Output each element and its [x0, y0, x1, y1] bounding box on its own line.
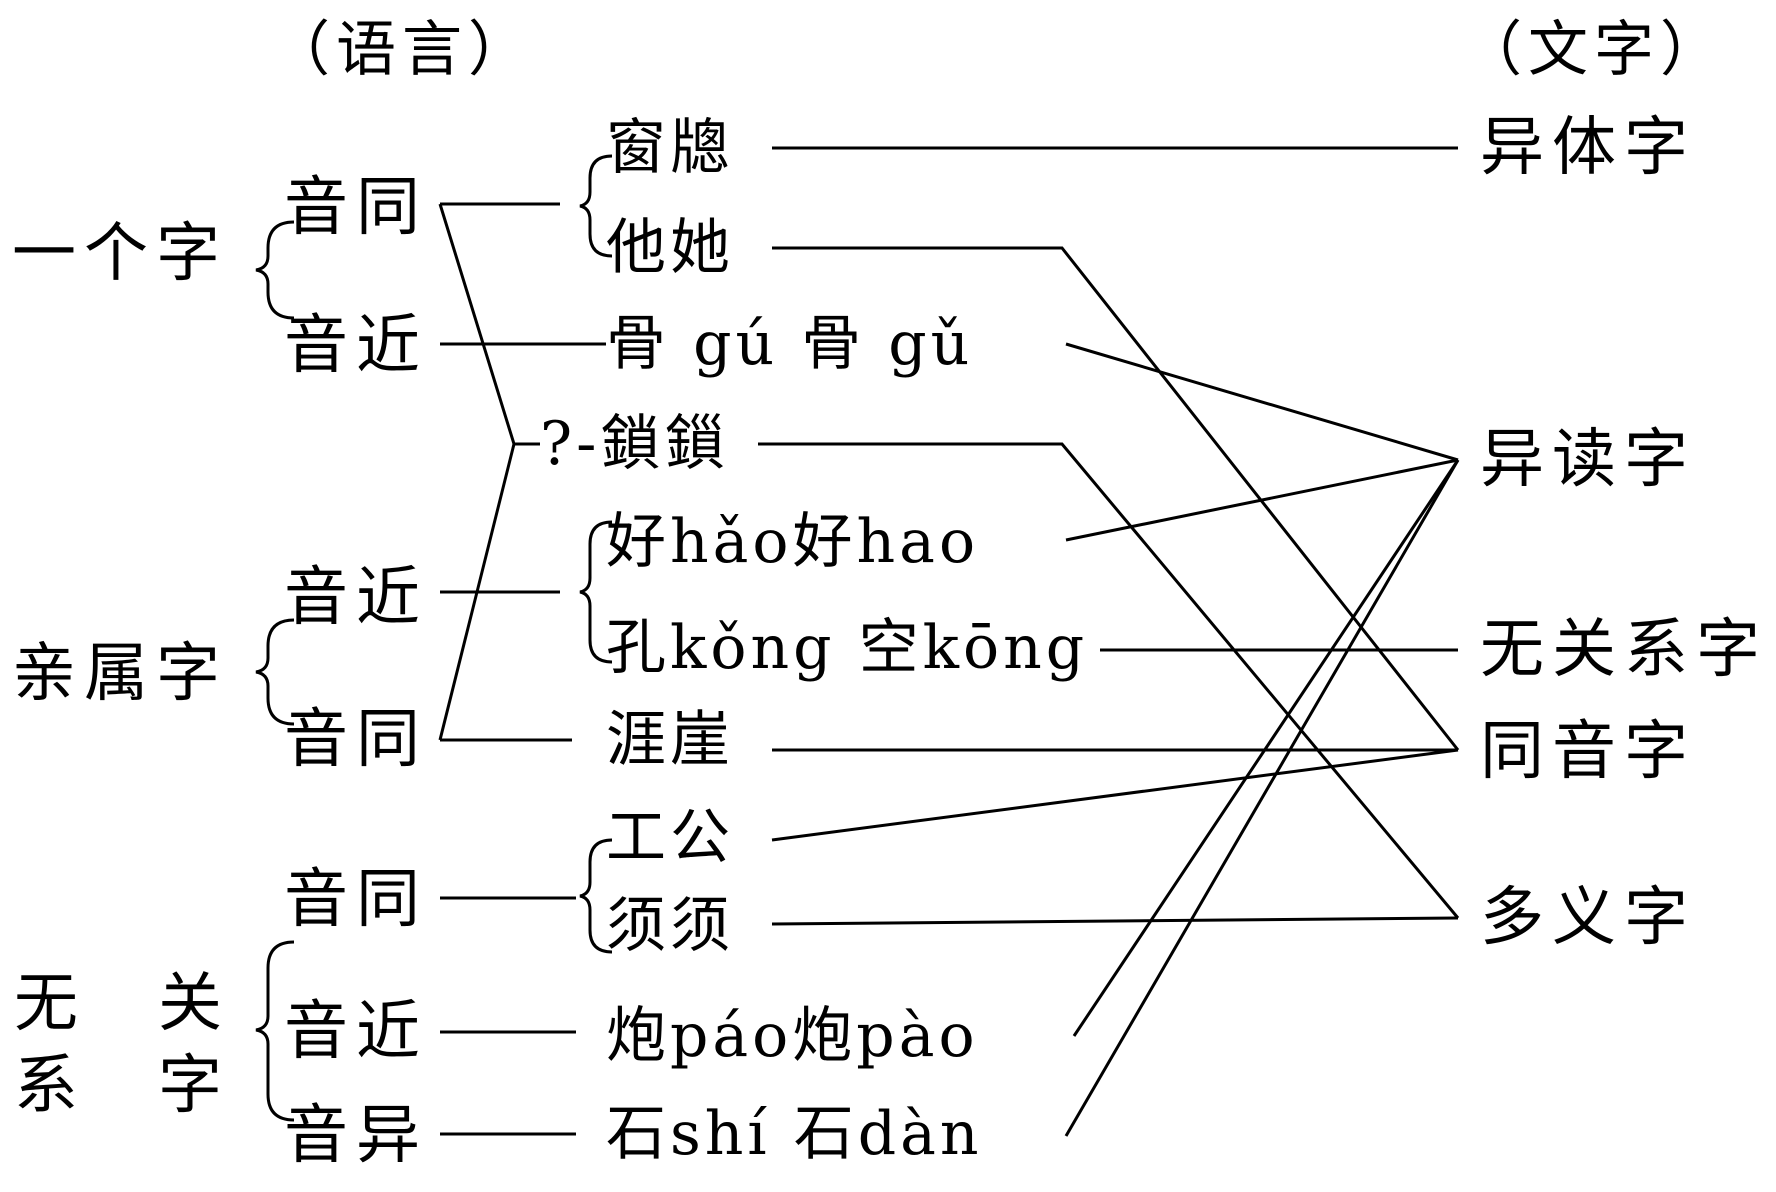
- sound-kin-same: 音同: [284, 703, 428, 777]
- result-homophone: 同音字: [1480, 715, 1696, 789]
- sound-unrel-near: 音近: [284, 995, 428, 1069]
- brace-one-char: [255, 220, 295, 320]
- line-gong-homophone: [771, 748, 1459, 842]
- example-shi: 石shí 石dàn: [606, 1099, 983, 1169]
- sound-one-near: 音近: [284, 309, 428, 383]
- example-ya: 涯崖: [606, 705, 734, 775]
- result-polysemous: 多义字: [1480, 881, 1696, 955]
- sound-one-same: 音同: [284, 171, 428, 245]
- brace-kin-chars: [255, 618, 295, 726]
- line-gu-altreading: [1065, 342, 1459, 462]
- result-variant: 异体字: [1480, 111, 1696, 185]
- sound-kin-near: 音近: [284, 561, 428, 635]
- example-gu: 骨 gú 骨 gǔ: [606, 309, 974, 379]
- category-one-char: 一个字: [12, 217, 228, 291]
- brace-gong-xu: [579, 838, 613, 954]
- sound-unrel-same: 音同: [284, 863, 428, 937]
- example-gong: 工公: [606, 803, 734, 873]
- brace-unrelated: [255, 940, 295, 1122]
- question-bracket: [438, 203, 526, 446]
- line-hao-altreading: [1065, 458, 1459, 542]
- result-alt-reading: 异读字: [1480, 423, 1696, 497]
- line-pao-altreading: [1072, 459, 1460, 1037]
- example-ta: 他她: [606, 213, 734, 283]
- question-bracket-lower: [438, 443, 516, 741]
- example-suo: ?-鎖鎻: [540, 409, 729, 479]
- example-chuang: 窗牕: [606, 113, 734, 183]
- line-shi-altreading: [1064, 459, 1460, 1137]
- line-xu-polysemous: [771, 916, 1459, 926]
- brace-chuang-ta: [579, 154, 613, 258]
- line-ta-homophone: [772, 246, 1460, 751]
- header-writing: （文字）: [1462, 15, 1726, 85]
- category-unrelated-line1: 无 关: [14, 967, 230, 1041]
- result-unrelated: 无关系字: [1480, 613, 1768, 687]
- example-pao: 炮páo炮pào: [606, 1001, 979, 1071]
- sound-unrel-diff: 音异: [284, 1099, 428, 1173]
- example-kong: 孔kǒng 空kōng: [606, 613, 1089, 683]
- line-suo-polysemous: [758, 442, 1460, 919]
- category-kin-chars: 亲属字: [12, 637, 228, 711]
- example-hao: 好hǎo好hao: [606, 507, 980, 577]
- category-unrelated-line2: 系 字: [14, 1049, 230, 1123]
- header-language: （语言）: [270, 15, 534, 85]
- brace-hao-kong: [579, 520, 613, 664]
- example-xu: 须须: [606, 891, 734, 961]
